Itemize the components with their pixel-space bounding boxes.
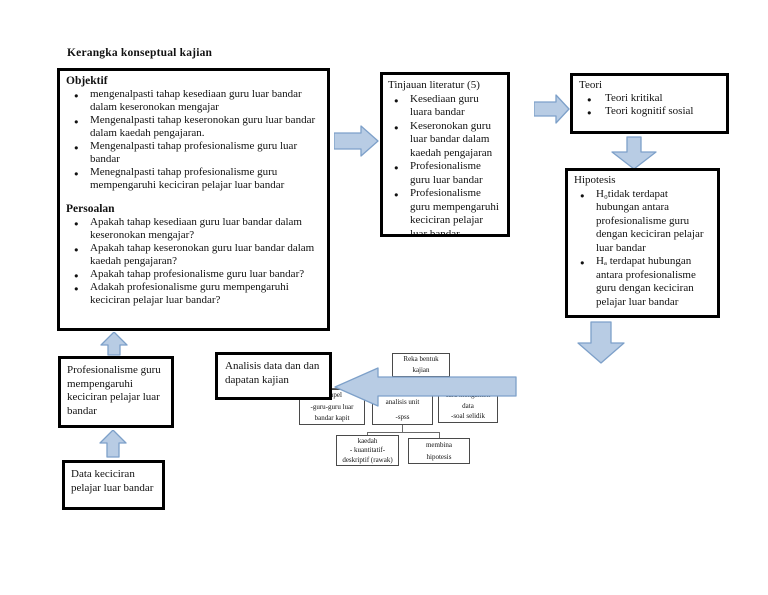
- list-item: Mengenalpasti tahap keseronokan guru lua…: [66, 114, 321, 140]
- smallbox-line: analisis unit: [385, 398, 420, 406]
- smallbox-line: kajian: [412, 366, 430, 375]
- diagram-title: Kerangka konseptual kajian: [67, 47, 213, 59]
- list-item: Mengenalpasti tahap profesionalisme guru…: [66, 140, 321, 166]
- teori-list: Teori kritikal Teori kognitif sosial: [579, 92, 720, 119]
- box-profesionalisme: Profesionalisme guru mempengaruhi kecici…: [58, 356, 174, 428]
- list-item: Adakah profesionalisme guru mempengaruhi…: [66, 281, 321, 307]
- profesionalisme-text: Profesionalisme guru mempengaruhi kecici…: [67, 364, 161, 417]
- data-keciciran-text: Data keciciran pelajar luar bandar: [71, 468, 154, 494]
- objektif-list: mengenalpasti tahap kesediaan guru luar …: [66, 88, 321, 192]
- smallbox-line: membina: [425, 440, 453, 449]
- arrow-right-tinjauan-to-teori-icon: [534, 94, 570, 124]
- smallbox-line: deskriptif (rawak): [342, 455, 393, 464]
- list-item: Keseronokan guru luar bandar dalam kaeda…: [388, 120, 502, 161]
- connector-line: [402, 424, 403, 432]
- hipotesis-list: H₀tidak terdapat hubungan antara profesi…: [574, 188, 711, 310]
- box-analisis-data: Analisis data dan dan dapatan kajian: [215, 352, 332, 400]
- smallbox-line: hipotesis: [426, 452, 452, 461]
- list-item: Profesionalisme guru luar bandar: [388, 160, 502, 187]
- arrow-right-objektif-to-tinjauan-icon: [334, 125, 379, 157]
- list-item: mengenalpasti tahap kesediaan guru luar …: [66, 88, 321, 114]
- connector-line: [439, 432, 440, 438]
- arrow-down-from-hipotesis-icon: [577, 321, 625, 364]
- box-objektif-persoalan: Objektif mengenalpasti tahap kesediaan g…: [57, 68, 330, 331]
- smallbox-line: data: [462, 401, 474, 410]
- smallbox-line: -soal selidik: [450, 412, 486, 421]
- arrow-left-to-analisis-icon: [334, 367, 517, 407]
- box-teori: Teori Teori kritikal Teori kognitif sosi…: [570, 73, 729, 134]
- box-analisis-unit: analisis unit -spss: [372, 394, 433, 425]
- smallbox-line: -spss: [395, 412, 410, 421]
- teori-heading: Teori: [579, 79, 603, 91]
- smallbox-line: bandar kapit: [314, 414, 350, 423]
- box-tinjauan-literatur: Tinjauan literatur (5) Kesediaan guru lu…: [380, 72, 510, 237]
- smallbox-line: Reka bentuk: [403, 355, 439, 364]
- list-item: Menegnalpasti tahap profesionalisme guru…: [66, 166, 321, 192]
- connector-line: [367, 432, 439, 433]
- box-hipotesis: Hipotesis H₀tidak terdapat hubungan anta…: [565, 168, 720, 318]
- list-item: Apakah tahap keseronokan guru luar banda…: [66, 242, 321, 268]
- smallbox-line: -guru-guru luar: [310, 402, 354, 411]
- persoalan-heading: Persoalan: [66, 203, 115, 215]
- tinjauan-list: Kesediaan guru luara bandar Keseronokan …: [388, 93, 502, 235]
- arrow-up-profesionalisme-to-objektif-icon: [100, 332, 128, 356]
- tinjauan-heading: Tinjauan literatur (5): [388, 79, 480, 91]
- smallbox-line: kaedah: [357, 436, 378, 445]
- list-item: Teori kritikal: [579, 92, 720, 106]
- box-membina-hipotesis: membina hipotesis: [408, 438, 470, 464]
- analisis-text: Analisis data dan dan dapatan kajian: [225, 360, 320, 386]
- list-item: H₀tidak terdapat hubungan antara profesi…: [574, 188, 711, 256]
- arrow-down-teori-to-hipotesis-icon: [611, 136, 657, 170]
- list-item: Teori kognitif sosial: [579, 105, 720, 119]
- connector-line: [367, 432, 368, 435]
- list-item: Apakah tahap kesediaan guru luar bandar …: [66, 216, 321, 242]
- box-data-keciciran: Data keciciran pelajar luar bandar: [62, 460, 165, 510]
- list-item: Profesionalisme guru mempengaruhi kecici…: [388, 187, 502, 234]
- box-kaedah: kaedah - kuantitatif- deskriptif (rawak): [336, 435, 399, 466]
- arrow-up-data-to-profesionalisme-icon: [99, 430, 127, 458]
- hipotesis-heading: Hipotesis: [574, 174, 616, 186]
- list-item: Kesediaan guru luara bandar: [388, 93, 502, 120]
- list-item: Hₐ terdapat hubungan antara profesionali…: [574, 255, 711, 309]
- persoalan-list: Apakah tahap kesediaan guru luar bandar …: [66, 216, 321, 307]
- list-item: Apakah tahap profesionalisme guru luar b…: [66, 268, 321, 282]
- objektif-heading: Objektif: [66, 75, 108, 87]
- smallbox-line: - kuantitatif-: [349, 446, 386, 455]
